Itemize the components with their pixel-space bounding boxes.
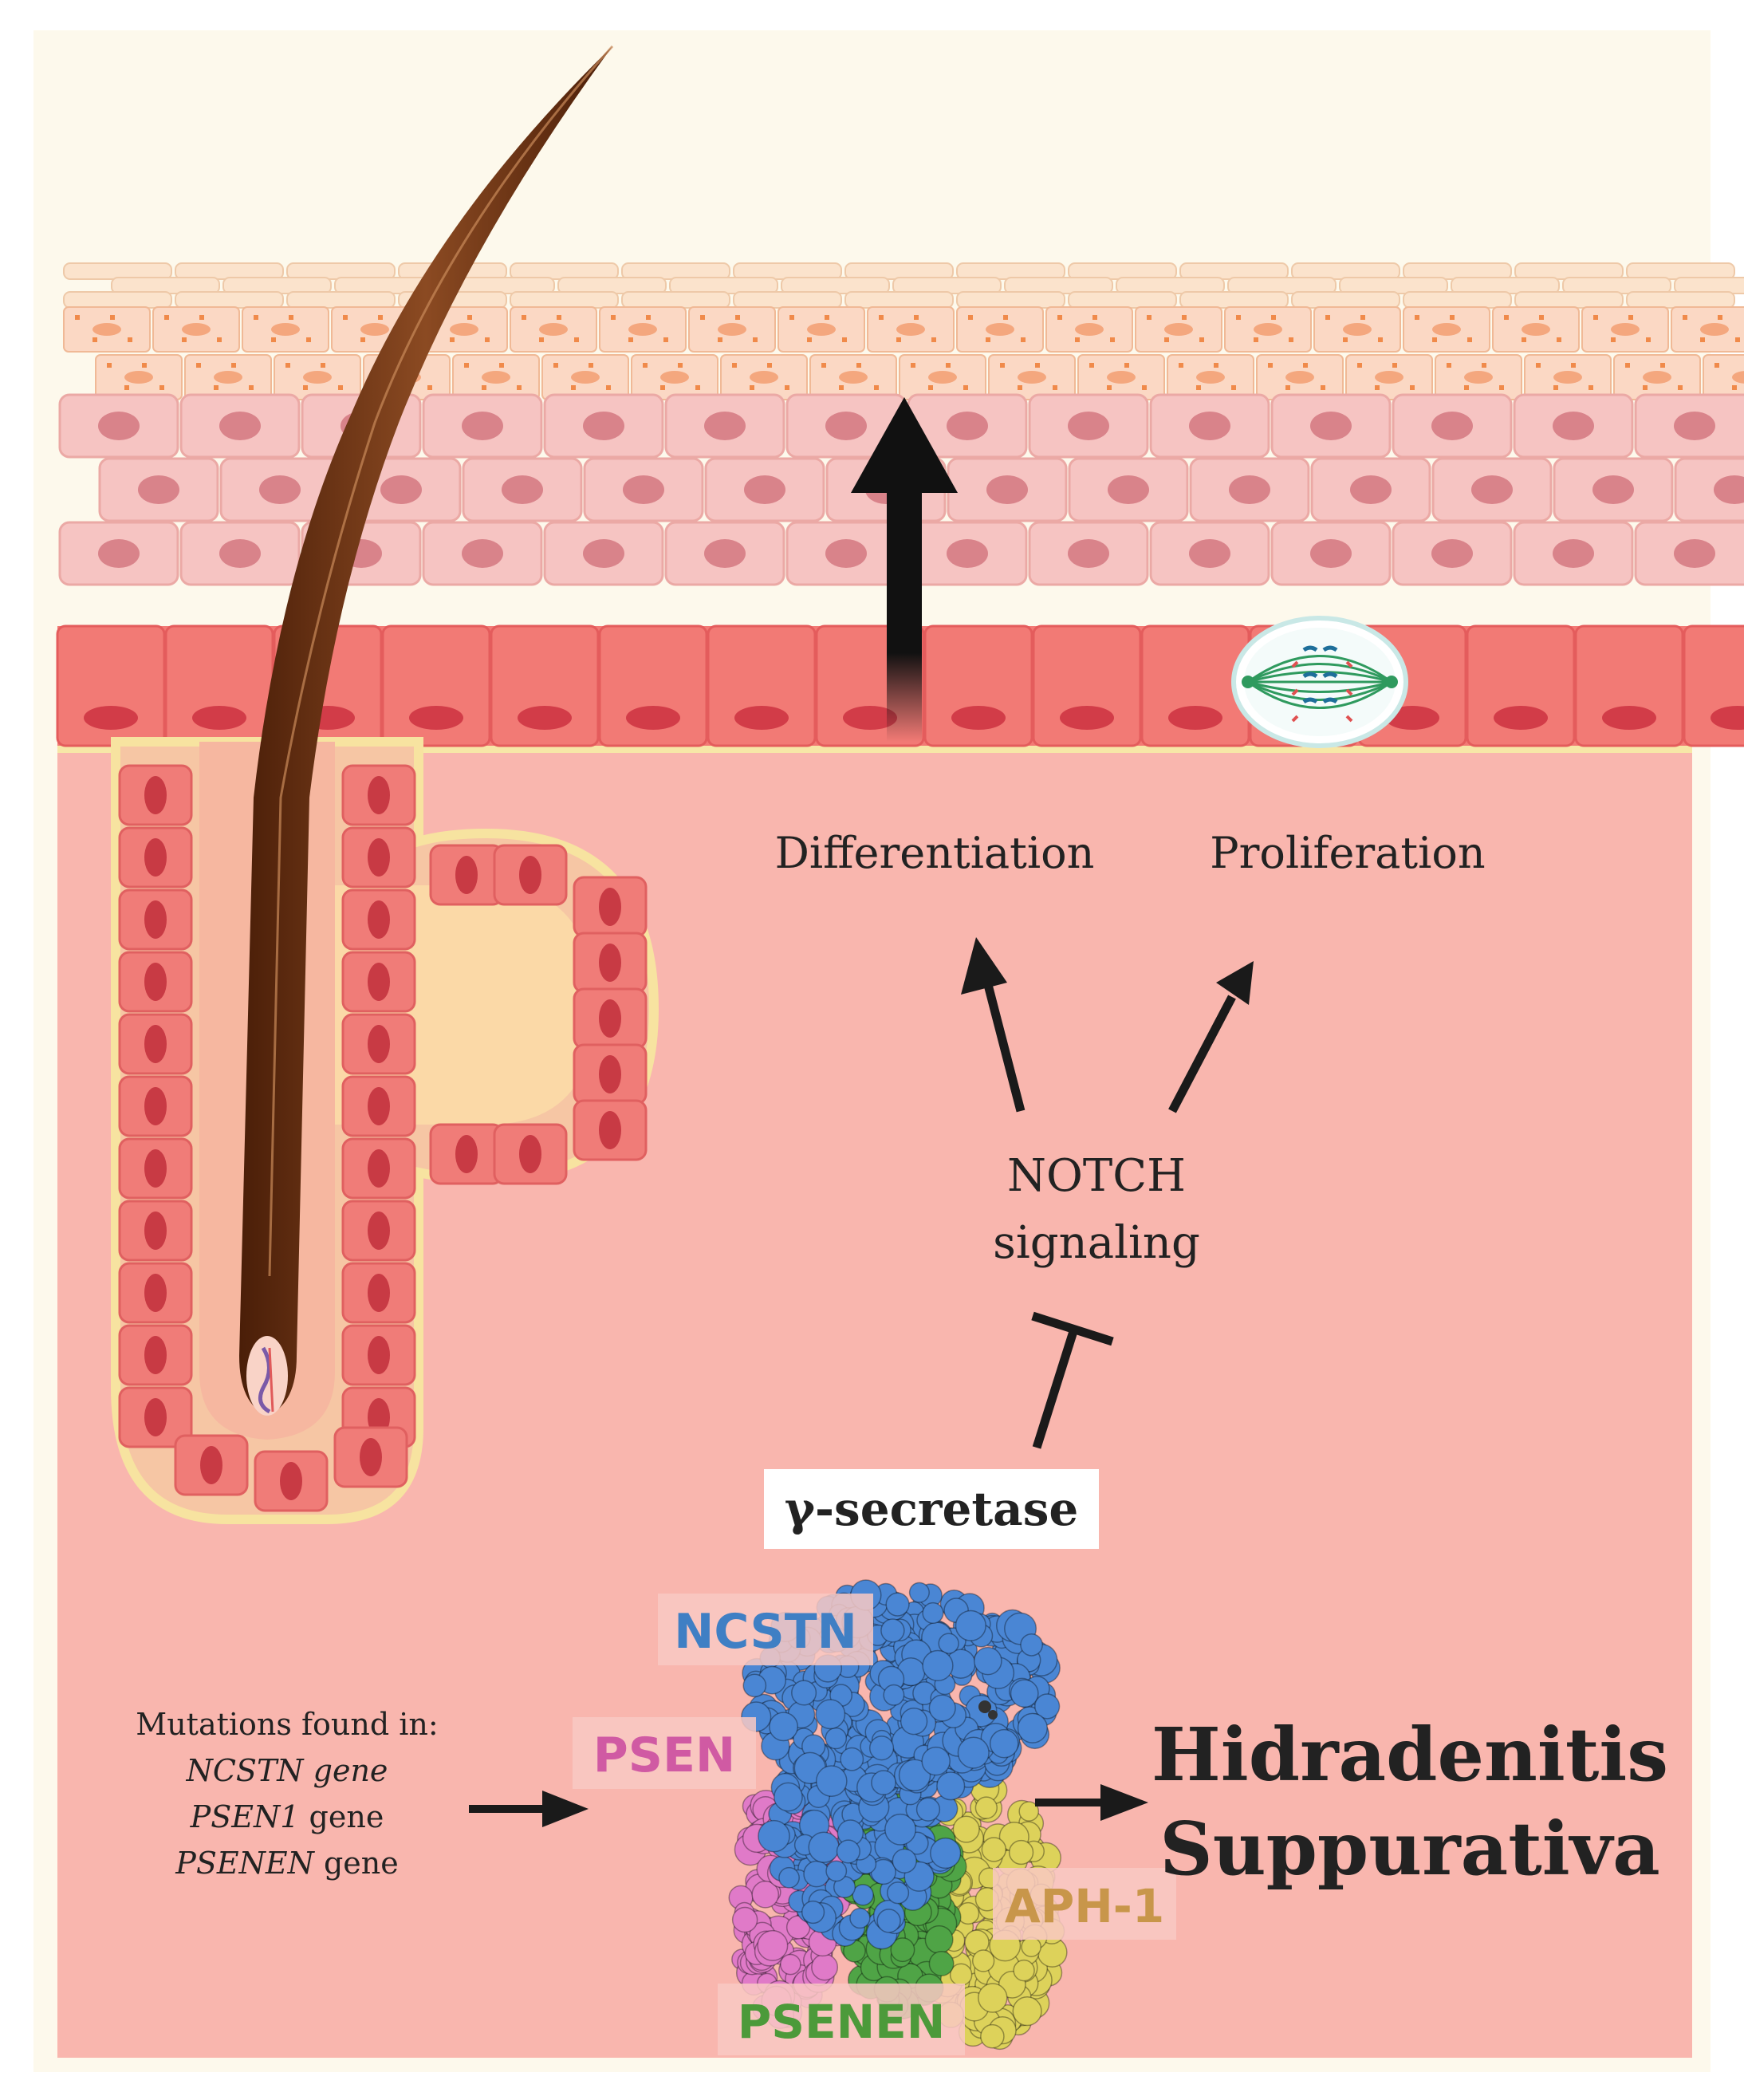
notch-label-line1: NOTCH (1007, 1150, 1186, 1202)
notch-to-proliferation-arrow (1168, 961, 1254, 1113)
aph1-tag: APH-1 (993, 1868, 1176, 1940)
gamma-secretase-to-notch-inhibition (1031, 1311, 1114, 1449)
ncstn-label: NCSTN (674, 1604, 857, 1660)
hair-shaft (239, 45, 614, 1416)
psenen-tag: PSENEN (718, 1984, 965, 2055)
psen-label: PSEN (593, 1728, 735, 1783)
disease-label-line1: Hidradenitis (1152, 1712, 1668, 1798)
differentiation-label: Differentiation (775, 828, 1095, 878)
differentiation-up-arrow (851, 397, 958, 742)
mutation-gene-psen1-name: PSEN1 (190, 1799, 300, 1834)
mutation-gene-psenen-name: PSENEN (175, 1846, 315, 1881)
basement-membrane (57, 745, 1692, 753)
notch-to-differentiation-arrow (961, 937, 1026, 1113)
mutations-heading: Mutations found in: (136, 1707, 438, 1742)
mutation-gene-ncstn: NCSTN gene (186, 1753, 388, 1788)
gamma-secretase-box: γ-secretase (764, 1469, 1099, 1549)
mutation-gene-psenen: PSENEN gene (175, 1846, 398, 1881)
notch-label-line2: signaling (993, 1217, 1200, 1269)
mutation-gene-psen1-suffix: gene (299, 1799, 384, 1834)
mutation-gene-psenen-suffix: gene (314, 1846, 399, 1881)
mutation-gene-psen1: PSEN1 gene (190, 1799, 384, 1834)
psenen-label: PSENEN (738, 1995, 946, 2049)
ncstn-tag: NCSTN (658, 1594, 873, 1665)
gamma-secretase-label: γ-secretase (785, 1482, 1079, 1536)
proliferation-label: Proliferation (1210, 828, 1485, 878)
protein-to-disease-arrow (1035, 1784, 1148, 1821)
disease-label-line2: Suppurativa (1159, 1806, 1659, 1892)
mutations-list: Mutations found in: NCSTN gene PSEN1 gen… (136, 1707, 438, 1881)
mutations-to-protein-arrow (469, 1791, 589, 1827)
psen-tag: PSEN (573, 1717, 756, 1789)
dividing-cell-icon (1231, 616, 1408, 748)
stratum-corneum (63, 262, 1744, 309)
granular-layer (63, 306, 1744, 400)
aph1-label: APH-1 (1005, 1879, 1164, 1933)
